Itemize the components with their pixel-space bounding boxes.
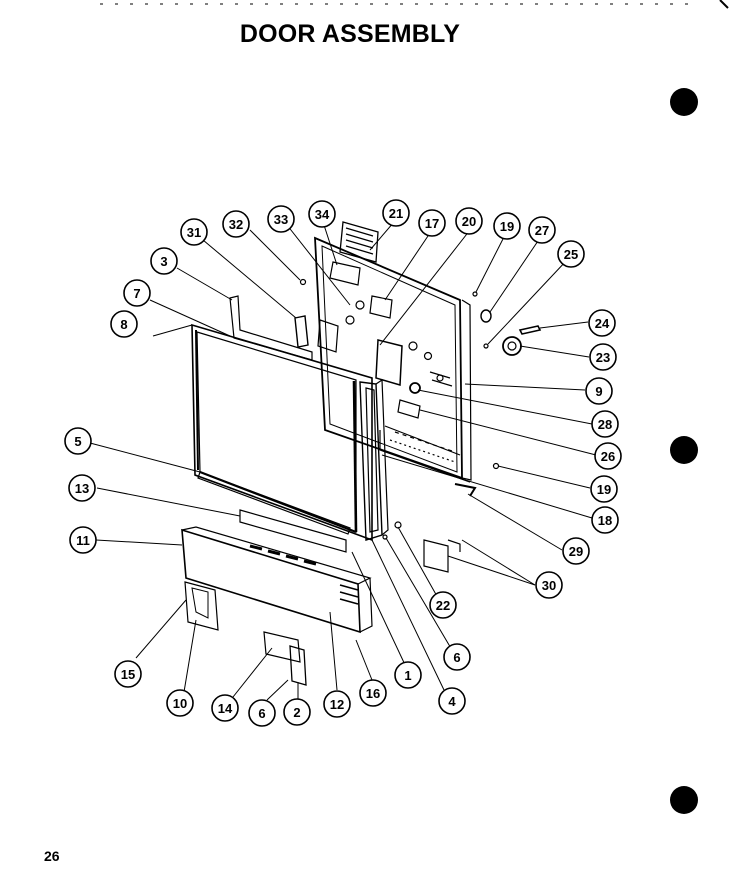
svg-text:20: 20 bbox=[462, 214, 476, 229]
callout-22: 22 bbox=[429, 591, 457, 619]
binder-hole-bottom bbox=[670, 786, 698, 814]
callout-31: 31 bbox=[180, 218, 208, 246]
svg-text:23: 23 bbox=[596, 350, 610, 365]
svg-text:24: 24 bbox=[595, 316, 610, 331]
side-rail bbox=[359, 378, 389, 541]
mounting-strip bbox=[239, 509, 347, 553]
svg-text:19: 19 bbox=[500, 219, 514, 234]
svg-text:31: 31 bbox=[187, 225, 201, 240]
svg-text:16: 16 bbox=[366, 686, 380, 701]
callout-34: 34 bbox=[308, 200, 336, 228]
callout-5: 5 bbox=[64, 427, 92, 455]
svg-text:27: 27 bbox=[535, 223, 549, 238]
svg-text:8: 8 bbox=[120, 317, 127, 332]
svg-text:28: 28 bbox=[598, 417, 612, 432]
svg-text:19: 19 bbox=[597, 482, 611, 497]
svg-text:17: 17 bbox=[425, 216, 439, 231]
svg-text:12: 12 bbox=[330, 697, 344, 712]
callout-8: 8 bbox=[110, 310, 138, 338]
svg-text:6: 6 bbox=[258, 706, 265, 721]
callout-9: 9 bbox=[585, 377, 613, 405]
svg-text:9: 9 bbox=[595, 384, 602, 399]
callout-18: 18 bbox=[591, 506, 619, 534]
door-side-strips bbox=[229, 295, 313, 361]
svg-text:2: 2 bbox=[293, 705, 300, 720]
callout-30: 30 bbox=[535, 571, 563, 599]
callout-3: 3 bbox=[150, 247, 178, 275]
leader-lines bbox=[89, 221, 597, 701]
callout-6-bottom: 6 bbox=[248, 699, 276, 727]
diagram-title: DOOR ASSEMBLY bbox=[239, 20, 461, 48]
callout-13: 13 bbox=[68, 474, 96, 502]
callout-33: 33 bbox=[267, 205, 295, 233]
svg-text:32: 32 bbox=[229, 217, 243, 232]
callout-21: 21 bbox=[382, 199, 410, 227]
callout-29: 29 bbox=[562, 537, 590, 565]
knob-assembly bbox=[299, 278, 542, 356]
svg-text:21: 21 bbox=[389, 206, 403, 221]
callout-17: 17 bbox=[418, 209, 446, 237]
callout-28: 28 bbox=[591, 410, 619, 438]
callout-24: 24 bbox=[588, 309, 616, 337]
binder-hole-middle bbox=[670, 436, 698, 464]
callout-32: 32 bbox=[222, 210, 250, 238]
callout-19-top: 19 bbox=[493, 212, 521, 240]
svg-text:18: 18 bbox=[598, 513, 612, 528]
svg-text:25: 25 bbox=[564, 247, 578, 262]
callout-27: 27 bbox=[528, 216, 556, 244]
svg-text:3: 3 bbox=[160, 254, 167, 269]
callout-12: 12 bbox=[323, 690, 351, 718]
callout-6-right: 6 bbox=[443, 643, 471, 671]
svg-text:5: 5 bbox=[74, 434, 81, 449]
callout-1: 1 bbox=[394, 661, 422, 689]
svg-text:14: 14 bbox=[218, 701, 233, 716]
callout-20: 20 bbox=[455, 207, 483, 235]
svg-text:29: 29 bbox=[569, 544, 583, 559]
callout-2: 2 bbox=[283, 698, 311, 726]
trim-strip bbox=[197, 471, 351, 535]
callout-19-bottom: 19 bbox=[590, 475, 618, 503]
callout-7: 7 bbox=[123, 279, 151, 307]
svg-text:7: 7 bbox=[133, 286, 140, 301]
bracket bbox=[263, 631, 307, 686]
inner-door-panel bbox=[314, 221, 472, 483]
callout-16: 16 bbox=[359, 679, 387, 707]
callout-23: 23 bbox=[589, 343, 617, 371]
part-callouts: 8 7 3 31 32 33 34 21 17 20 19 27 25 24 2… bbox=[64, 199, 622, 727]
callout-26: 26 bbox=[594, 442, 622, 470]
svg-text:15: 15 bbox=[121, 667, 135, 682]
page-number: 26 bbox=[44, 848, 60, 864]
hinge-cable bbox=[454, 483, 477, 497]
svg-text:30: 30 bbox=[542, 578, 556, 593]
binder-hole-top bbox=[670, 88, 698, 116]
callout-4: 4 bbox=[438, 687, 466, 715]
svg-text:11: 11 bbox=[76, 533, 90, 548]
access-cover bbox=[423, 539, 449, 573]
callout-25: 25 bbox=[557, 240, 585, 268]
svg-text:26: 26 bbox=[601, 449, 615, 464]
svg-text:10: 10 bbox=[173, 696, 187, 711]
svg-text:6: 6 bbox=[453, 650, 460, 665]
svg-text:4: 4 bbox=[448, 694, 456, 709]
callout-15: 15 bbox=[114, 660, 142, 688]
end-cap bbox=[184, 581, 219, 631]
svg-text:1: 1 bbox=[404, 668, 411, 683]
outer-door-panel bbox=[191, 323, 373, 542]
svg-text:33: 33 bbox=[274, 212, 288, 227]
callout-11: 11 bbox=[69, 526, 97, 554]
svg-text:34: 34 bbox=[315, 207, 330, 222]
callout-10: 10 bbox=[166, 689, 194, 717]
svg-text:22: 22 bbox=[436, 598, 450, 613]
svg-text:13: 13 bbox=[75, 481, 89, 496]
control-panel bbox=[181, 526, 373, 634]
callout-14: 14 bbox=[211, 694, 239, 722]
